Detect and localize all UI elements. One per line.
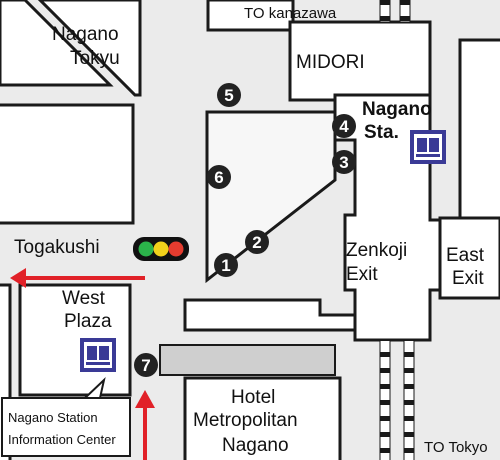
- rail-track-bottom-left: [379, 339, 391, 460]
- west-plaza-block: [18, 283, 132, 397]
- bus-stop-4: 4: [332, 114, 356, 138]
- hotel-block: [183, 376, 342, 460]
- svg-text:7: 7: [141, 356, 150, 375]
- block-top-left: [0, 0, 114, 87]
- label-hotel-2: Metropolitan: [193, 410, 298, 431]
- info-center-line-2: Information Center: [8, 432, 116, 447]
- block-bottom-left: [0, 283, 12, 460]
- svg-text:4: 4: [339, 117, 349, 136]
- label-east-exit-2: Exit: [452, 268, 484, 289]
- svg-text:1: 1: [221, 256, 230, 275]
- ticket-office-icon: [80, 338, 116, 372]
- label-midori: MIDORI: [296, 52, 365, 73]
- label-nagano-tokyu-1: Nagano: [52, 24, 119, 45]
- route-arrow-icon: [10, 268, 155, 460]
- rail-track-bottom-right: [403, 339, 415, 460]
- walkway: [183, 298, 357, 332]
- east-exit-block: [438, 216, 500, 300]
- svg-text:3: 3: [339, 153, 348, 172]
- svg-text:5: 5: [224, 86, 233, 105]
- bus-stop-3: 3: [332, 150, 356, 174]
- bus-stop-1: 1: [214, 253, 238, 277]
- label-hotel-1: Hotel: [231, 387, 275, 408]
- bus-terminal-plaza: [205, 110, 337, 284]
- info-center-line-1: Nagano Station: [8, 410, 98, 425]
- lower-dark-block: [159, 344, 336, 376]
- info-center-callout: Nagano Station Information Center: [1, 377, 131, 457]
- bus-stop-7: 7: [134, 353, 158, 377]
- block-upper-middle: [206, 0, 295, 32]
- label-nagano-sta-1: Nagano: [362, 99, 432, 120]
- block-left-middle: [0, 103, 135, 225]
- rail-track-top-left: [379, 0, 391, 23]
- block-midori: [288, 20, 432, 102]
- label-to-tokyo: TO Tokyo: [424, 439, 488, 456]
- bus-stop-5: 5: [217, 83, 241, 107]
- bus-stop-2: 2: [245, 230, 269, 254]
- label-hotel-3: Nagano: [222, 435, 289, 456]
- label-togakushi: Togakushi: [14, 237, 100, 258]
- ticket-office-icon: [410, 130, 446, 164]
- label-zenkoji-exit-2: Exit: [346, 264, 378, 285]
- label-nagano-tokyu-2: Tokyu: [70, 48, 120, 69]
- block-far-right: [458, 38, 500, 222]
- bus-stop-6: 6: [207, 165, 231, 189]
- rail-track-top-right: [399, 0, 411, 23]
- svg-text:2: 2: [252, 233, 261, 252]
- svg-text:6: 6: [214, 168, 223, 187]
- block-nagano-tokyu: [37, 0, 142, 97]
- label-west-plaza-2: Plaza: [64, 311, 112, 332]
- label-nagano-sta-2: Sta.: [364, 122, 399, 143]
- label-to-kanazawa: TO kanazawa: [244, 5, 337, 22]
- traffic-light-icon: [133, 237, 189, 261]
- label-zenkoji-exit-1: Zenkoji: [346, 240, 407, 261]
- label-east-exit-1: East: [446, 245, 485, 266]
- label-west-plaza-1: West: [62, 288, 106, 309]
